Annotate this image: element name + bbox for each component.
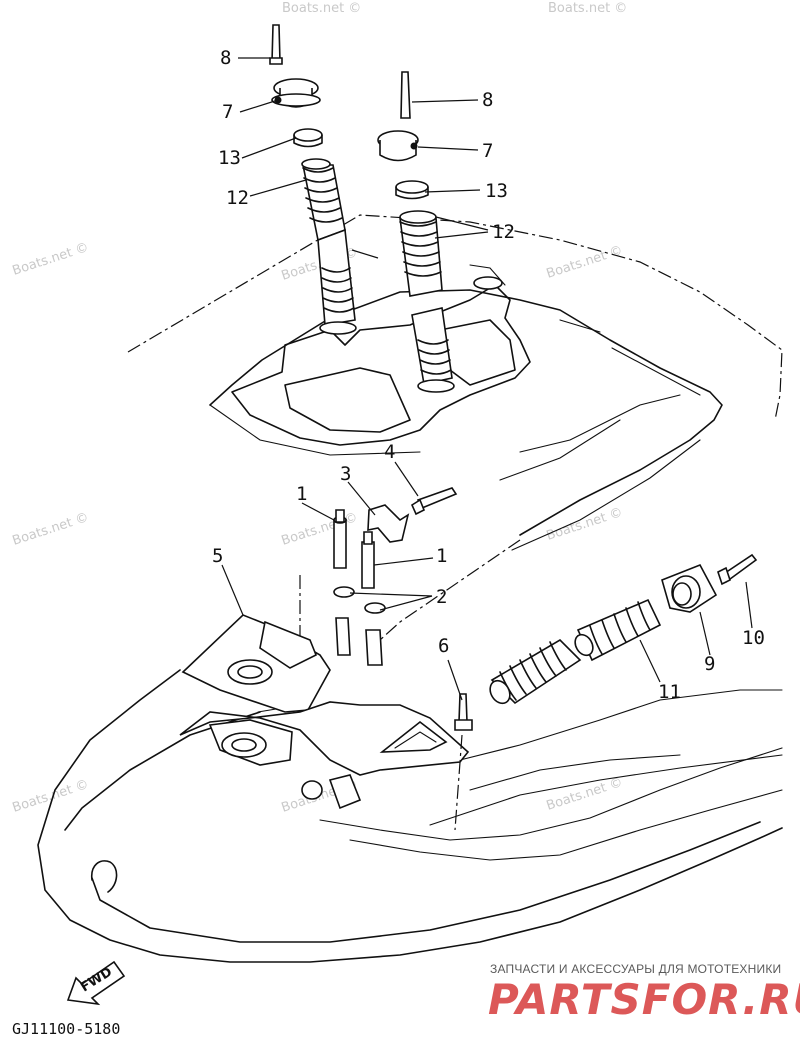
rivet <box>416 487 458 510</box>
callout-3: 3 <box>340 463 351 485</box>
hose-clamp <box>333 586 355 598</box>
callout-1: 1 <box>296 483 307 505</box>
callout-13: 13 <box>218 147 241 169</box>
callout-11: 11 <box>658 681 681 703</box>
callout-5: 5 <box>212 545 223 567</box>
callout-1: 1 <box>436 545 447 567</box>
deck-fitting <box>473 276 503 290</box>
callout-10: 10 <box>742 627 765 649</box>
forward-arrow-icon: FWD <box>66 960 126 1006</box>
vent-hose <box>399 210 455 393</box>
watermark: Boats.net © <box>11 510 91 549</box>
hose-clamp <box>364 602 386 614</box>
rivet-6 <box>454 693 473 831</box>
bracket <box>367 504 410 543</box>
watermark: Boats.net © <box>545 243 625 282</box>
brand-logo: PARTSFOR.RU <box>488 975 800 1024</box>
fitting-nipple <box>361 541 375 589</box>
deck-upper-outline <box>127 214 783 551</box>
right-vent-duct-assembly <box>377 71 455 393</box>
hose <box>335 617 351 656</box>
hull-bow-outline <box>37 539 783 963</box>
watermark: Boats.net © <box>282 1 361 16</box>
fitting-nipple <box>333 519 347 569</box>
brand-subtitle: ЗАПЧАСТИ И АКСЕССУАРЫ ДЛЯ МОТОТЕХНИКИ <box>490 962 782 976</box>
watermarks: Boats.net © Boats.net © Boats.net © Boat… <box>11 1 628 816</box>
right-hose-assembly <box>489 553 758 705</box>
watermark: Boats.net © <box>545 505 625 544</box>
watermark: Boats.net © <box>11 777 91 816</box>
callout-12: 12 <box>492 221 515 243</box>
watermark: Boats.net © <box>280 510 360 549</box>
callout-8: 8 <box>482 89 493 111</box>
watermark: Boats.net © <box>11 240 91 279</box>
leader-lines <box>221 57 753 701</box>
callout-4: 4 <box>384 441 395 463</box>
left-vent-duct-assembly <box>269 24 357 335</box>
callout-8: 8 <box>220 47 231 69</box>
watermark: Boats.net © <box>545 775 625 814</box>
diagram-code: GJ11100-5180 <box>12 1020 121 1038</box>
watermark: Boats.net © <box>548 1 627 16</box>
callout-9: 9 <box>704 653 715 675</box>
callout-6: 6 <box>438 635 449 657</box>
callout-2: 2 <box>436 586 447 608</box>
callout-7: 7 <box>482 140 493 162</box>
callout-numbers: 8 7 13 12 8 7 13 12 1 1 2 3 4 5 6 9 10 1… <box>212 47 765 703</box>
vent-flange <box>661 563 718 613</box>
callout-12: 12 <box>226 187 249 209</box>
hose-clamp <box>293 128 323 142</box>
middle-fitting-group <box>333 487 458 666</box>
callout-13: 13 <box>485 180 508 202</box>
hose <box>365 629 383 666</box>
hose-clamp <box>395 180 429 194</box>
storage-bin-assembly <box>179 614 470 810</box>
vent-hose <box>301 158 357 335</box>
callout-7: 7 <box>222 101 233 123</box>
